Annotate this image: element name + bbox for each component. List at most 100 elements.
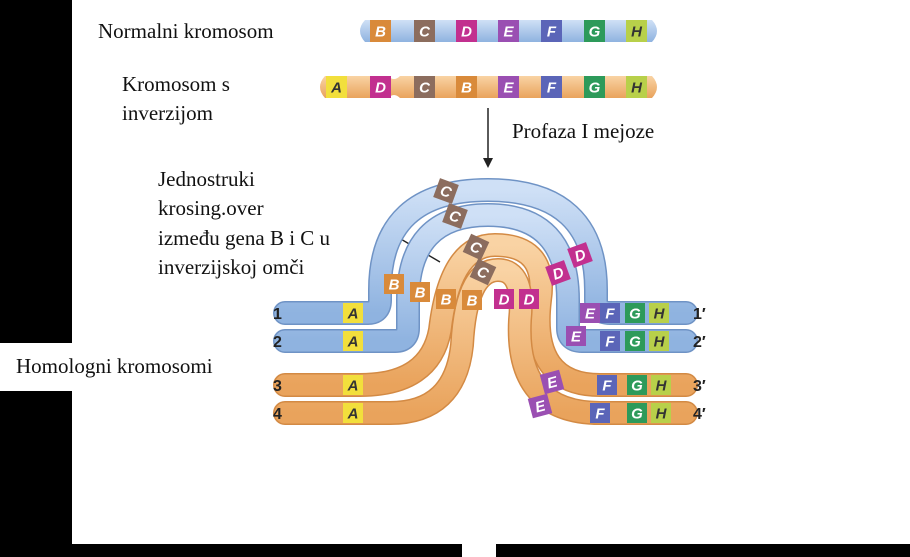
gene-label-c: C bbox=[419, 80, 431, 97]
gene-f-band: F bbox=[600, 331, 620, 351]
gene-label-g: G bbox=[629, 334, 641, 351]
strand-3 bbox=[273, 232, 698, 397]
gene-label-e: E bbox=[503, 24, 514, 41]
gene-h-band: H bbox=[626, 20, 647, 42]
gene-label-h: H bbox=[654, 334, 666, 351]
gene-label-b: B bbox=[467, 293, 478, 310]
gene-g-band: G bbox=[625, 303, 645, 323]
gene-label-b: B bbox=[389, 277, 400, 294]
gene-g-band: G bbox=[584, 20, 605, 42]
prophase-arrow bbox=[483, 108, 493, 168]
gene-b-band: B bbox=[462, 290, 482, 310]
gene-h-band: H bbox=[651, 375, 671, 395]
gene-b-band: B bbox=[436, 289, 456, 309]
gene-e-band: E bbox=[498, 20, 519, 42]
gene-label-g: G bbox=[589, 80, 601, 97]
gene-label-b: B bbox=[461, 80, 472, 97]
gene-label-b: B bbox=[441, 292, 452, 309]
strand-number-left: 4 bbox=[273, 406, 282, 423]
gene-label-h: H bbox=[654, 306, 666, 323]
homologous-label: Homologni kromosomi bbox=[16, 354, 213, 378]
gene-b-band: B bbox=[370, 20, 391, 42]
gene-h-band: H bbox=[651, 403, 671, 423]
gene-c-band: C bbox=[442, 203, 468, 229]
gene-label-g: G bbox=[631, 406, 643, 423]
strand-number-left: 3 bbox=[273, 378, 282, 395]
strand-number-right: 1′ bbox=[693, 306, 706, 323]
gene-label-b: B bbox=[375, 24, 386, 41]
gene-d-band: D bbox=[519, 289, 539, 309]
gene-f-band: F bbox=[600, 303, 620, 323]
strand-number-left: 1 bbox=[273, 306, 282, 323]
gene-c-band: C bbox=[433, 178, 459, 204]
gene-c-band: C bbox=[414, 76, 435, 98]
gene-label-f: F bbox=[605, 334, 615, 351]
gene-label-d: D bbox=[499, 292, 510, 309]
gene-label-a: A bbox=[347, 306, 359, 323]
gene-b-band: B bbox=[384, 274, 404, 294]
gene-e-band: E bbox=[527, 393, 553, 419]
strand-number-right: 3′ bbox=[693, 378, 706, 395]
crossover-label-line3: između gena B i C u bbox=[158, 226, 331, 250]
normal-chromosome-label: Normalni kromosom bbox=[98, 19, 274, 43]
gene-label-g: G bbox=[631, 378, 643, 395]
normal-chromosome: B C D E F G H bbox=[360, 20, 657, 42]
crossover-label-line1: Jednostruki bbox=[158, 167, 255, 191]
strand-number-right: 2′ bbox=[693, 334, 706, 351]
gene-label-a: A bbox=[347, 406, 359, 423]
gene-d-band: D bbox=[567, 242, 593, 268]
gene-f-band: F bbox=[590, 403, 610, 423]
gene-label-f: F bbox=[547, 24, 557, 41]
strand-1 bbox=[273, 177, 698, 325]
gene-a-band: A bbox=[343, 303, 363, 323]
strand-number-right: 4′ bbox=[693, 406, 706, 423]
gene-c-band: C bbox=[462, 233, 490, 261]
crossover-label-line4: inverzijskoj omči bbox=[158, 255, 305, 279]
homologous-label-box: Homologni kromosomi bbox=[0, 343, 252, 391]
gene-b-band: B bbox=[456, 76, 477, 98]
strand-number-left: 2 bbox=[273, 334, 282, 351]
gene-c-band: C bbox=[469, 258, 497, 286]
gene-d-band: D bbox=[494, 289, 514, 309]
gene-f-band: F bbox=[541, 76, 562, 98]
gene-f-band: F bbox=[597, 375, 617, 395]
gene-e-band: E bbox=[580, 303, 600, 323]
gene-g-band: G bbox=[627, 403, 647, 423]
gene-c-band: C bbox=[414, 20, 435, 42]
gene-label-e: E bbox=[571, 329, 582, 346]
gene-a-band: A bbox=[343, 403, 363, 423]
gene-label-f: F bbox=[605, 306, 615, 323]
gene-g-band: G bbox=[584, 76, 605, 98]
gene-a-band: A bbox=[343, 375, 363, 395]
gene-a-band: A bbox=[326, 76, 347, 98]
gene-label-e: E bbox=[585, 306, 596, 323]
gene-label-b: B bbox=[415, 285, 426, 302]
gene-label-f: F bbox=[595, 406, 605, 423]
gene-e-band: E bbox=[566, 326, 586, 346]
gene-d-band: D bbox=[545, 260, 571, 286]
gene-b-band: B bbox=[410, 282, 430, 302]
gene-label-d: D bbox=[524, 292, 535, 309]
gene-e-band: E bbox=[498, 76, 519, 98]
gene-h-band: H bbox=[626, 76, 647, 98]
gene-label-e: E bbox=[503, 80, 514, 97]
gene-label-h: H bbox=[656, 378, 668, 395]
inverted-chromosome-label-line2: inverzijom bbox=[122, 101, 213, 125]
gene-label-h: H bbox=[656, 406, 668, 423]
gene-label-f: F bbox=[602, 378, 612, 395]
gene-h-band: H bbox=[649, 303, 669, 323]
gene-label-a: A bbox=[347, 378, 359, 395]
gene-a-band: A bbox=[343, 331, 363, 351]
gene-label-f: F bbox=[547, 80, 557, 97]
gene-e-band: E bbox=[539, 369, 565, 395]
inverted-chromosome-label-line1: Kromosom s bbox=[122, 72, 230, 96]
strand-4 bbox=[273, 257, 698, 425]
gene-label-h: H bbox=[631, 80, 643, 97]
gene-label-g: G bbox=[589, 24, 601, 41]
gene-label-g: G bbox=[629, 306, 641, 323]
gene-h-band: H bbox=[649, 331, 669, 351]
gene-label-d: D bbox=[461, 24, 472, 41]
